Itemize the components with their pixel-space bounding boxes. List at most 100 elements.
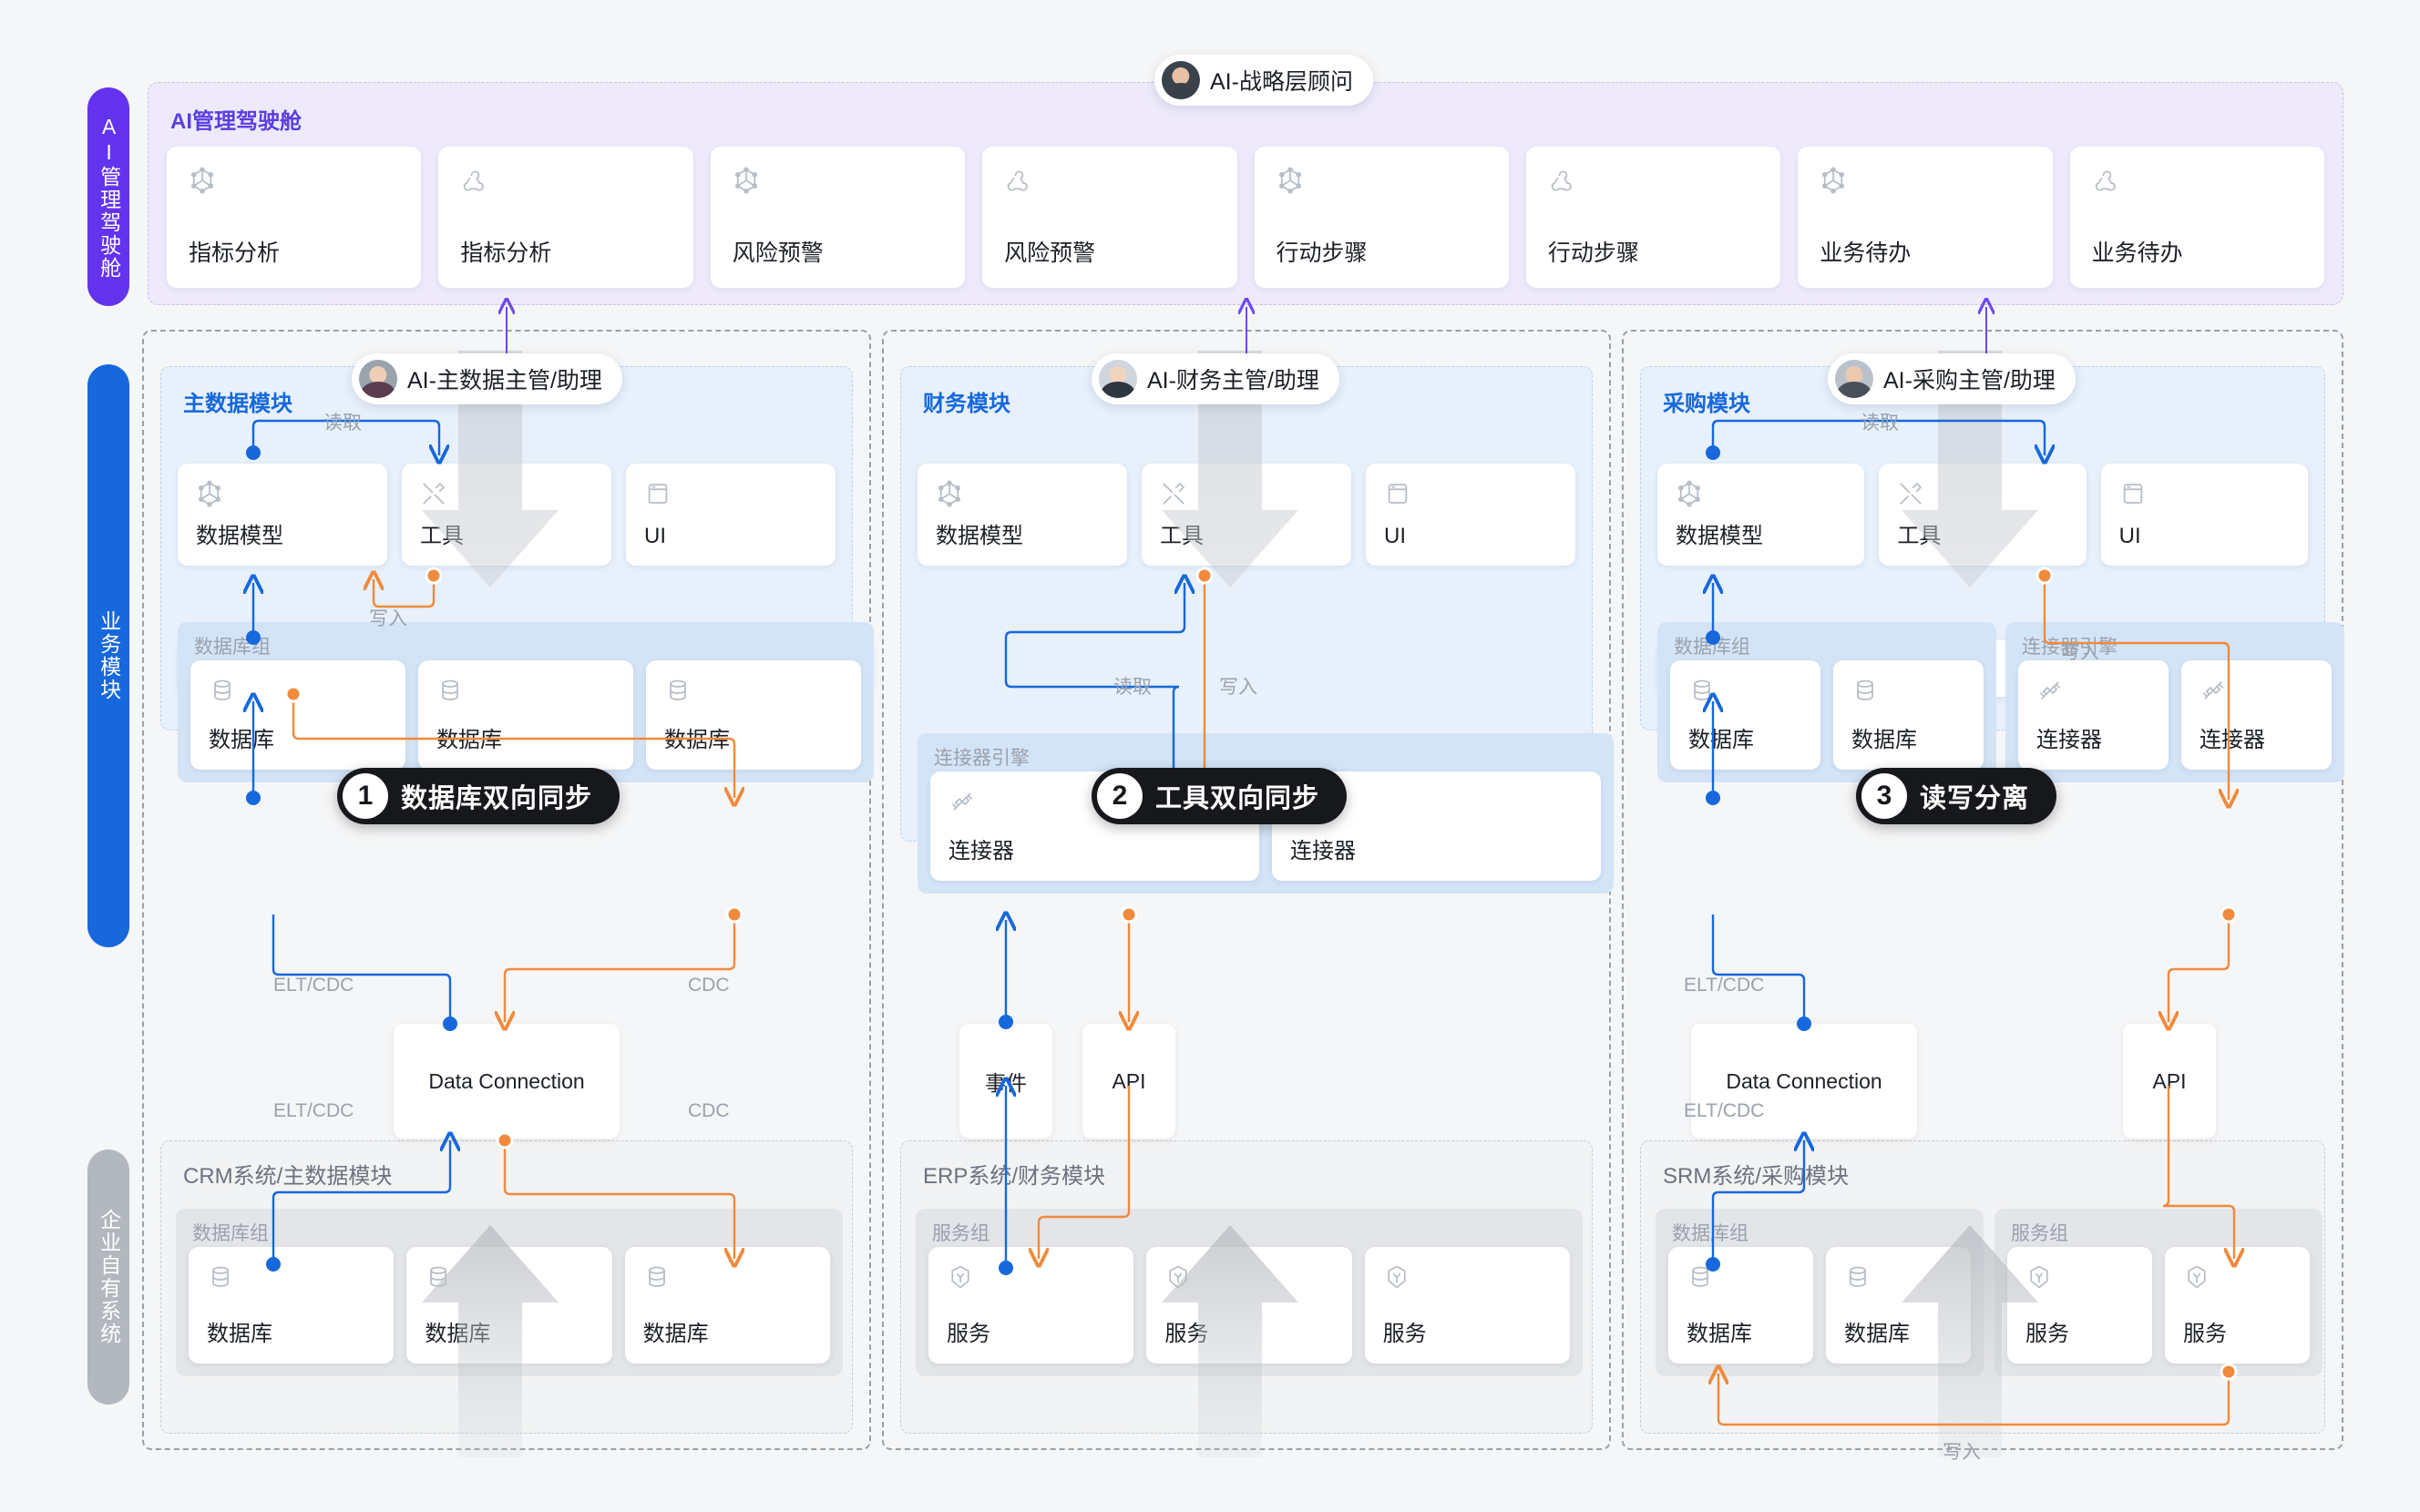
chip-label: AI-战略层顾问	[1210, 69, 1353, 95]
webhook-icon	[2095, 170, 2116, 191]
female-finance-avatar	[1099, 360, 1137, 398]
cube-network-icon	[1278, 167, 1301, 194]
group-card-数据库[interactable]: 数据库	[1833, 660, 1984, 770]
database-icon	[1850, 1266, 1866, 1287]
legacy-system-panel-3: SRM系统/采购模块数据库组数据库数据库服务组服务服务	[1640, 1140, 2325, 1434]
chip-采购模块[interactable]: AI-采购主管/助理	[1828, 353, 2076, 404]
card-label: 连接器	[949, 839, 1014, 863]
legacy-card-数据库[interactable]: 数据库	[1668, 1247, 1813, 1364]
card-label: UI	[1384, 524, 1406, 548]
cube-network-icon	[190, 167, 213, 194]
legacy-card-数据库[interactable]: 数据库	[624, 1247, 830, 1364]
tools-icon	[1163, 483, 1184, 505]
module-card-工具[interactable]: 工具	[1142, 464, 1351, 566]
module-card-工具[interactable]: 工具	[402, 464, 611, 566]
group-card-连接器[interactable]: 连接器	[2181, 660, 2332, 770]
dashboard-card-行动步骤[interactable]: 行动步骤	[1525, 147, 1781, 288]
business-column-1: 主数据模块数据模型工具UI数据模型执行引擎数据库组数据库数据库数据库CRM系统/…	[142, 330, 874, 1450]
rail-label: AI管理驾驶舱	[97, 114, 121, 280]
cube-network-icon	[1677, 480, 1700, 507]
dashboard-card-风险预警[interactable]: 风险预警	[982, 147, 1237, 288]
tools-icon	[423, 483, 445, 505]
group-title: 数据库组	[194, 637, 271, 658]
cube-network-icon	[1822, 167, 1845, 194]
edge-label-write-c1: 写入	[369, 608, 407, 629]
service-icon	[2188, 1265, 2206, 1289]
group-card-数据库[interactable]: 数据库	[1670, 660, 1820, 770]
group-card-数据库[interactable]: 数据库	[190, 660, 405, 770]
chip-strategy-advisor[interactable]: AI-战略层顾问	[1154, 55, 1373, 106]
service-icon	[1388, 1265, 1406, 1289]
card-label: 服务	[1382, 1322, 1427, 1346]
mid-box-API[interactable]: API	[1082, 1024, 1175, 1139]
legacy-group-服务组: 服务组服务服务服务	[916, 1209, 1583, 1376]
badge-read-write-split: 3 读写分离	[1856, 768, 2057, 824]
dashboard-card-label: 风险预警	[1004, 240, 1096, 266]
legacy-system-panel-1: CRM系统/主数据模块数据库组数据库数据库数据库	[160, 1140, 853, 1434]
legacy-card-数据库[interactable]: 数据库	[1826, 1247, 1971, 1364]
webhook-icon	[464, 170, 485, 191]
dashboard-card-业务待办[interactable]: 业务待办	[1798, 147, 2053, 288]
card-label: 数据库	[425, 1322, 491, 1346]
edge-label-eltcdc-c3-bottom: ELT/CDC	[1684, 1100, 1765, 1121]
rail-label: 业务模块	[97, 610, 121, 701]
cube-network-icon	[734, 167, 757, 194]
service-icon	[1169, 1265, 1187, 1289]
mid-box-API[interactable]: API	[2123, 1024, 2216, 1139]
group-card-数据库[interactable]: 数据库	[646, 660, 861, 770]
legacy-card-服务[interactable]: 服务	[1364, 1247, 1570, 1364]
group-card-数据库[interactable]: 数据库	[418, 660, 633, 770]
legacy-card-服务[interactable]: 服务	[2007, 1247, 2152, 1364]
dashboard-card-指标分析[interactable]: 指标分析	[167, 147, 422, 288]
group-title: 服务组	[2011, 1223, 2068, 1244]
legacy-card-服务[interactable]: 服务	[2165, 1247, 2310, 1364]
mid-box-事件[interactable]: 事件	[959, 1024, 1052, 1139]
card-label: 连接器	[2036, 728, 2102, 752]
cube-network-icon	[938, 480, 960, 507]
badge-db-bidirectional-sync: 1 数据库双向同步	[337, 768, 620, 824]
dashboard-card-行动步骤[interactable]: 行动步骤	[1254, 147, 1509, 288]
chip-主数据模块[interactable]: AI-主数据主管/助理	[352, 353, 622, 404]
group-title: 数据库组	[192, 1223, 269, 1244]
module-card-工具[interactable]: 工具	[1879, 464, 2087, 566]
card-label: 服务	[2025, 1322, 2069, 1346]
module-title: 采购模块	[1663, 392, 1750, 416]
edge-label-cdc-c1-top: CDC	[688, 975, 730, 996]
dashboard-card-label: 风险预警	[732, 240, 824, 266]
legacy-card-服务[interactable]: 服务	[928, 1247, 1134, 1364]
group-title: 数据库组	[1674, 637, 1750, 658]
legacy-card-服务[interactable]: 服务	[1146, 1247, 1352, 1364]
database-icon	[648, 1266, 665, 1287]
group-card-连接器[interactable]: 连接器	[2018, 660, 2169, 770]
mid-box-Data-Connection[interactable]: Data Connection	[394, 1024, 620, 1139]
dashboard-card-指标分析[interactable]: 指标分析	[438, 147, 693, 288]
legacy-card-数据库[interactable]: 数据库	[406, 1247, 612, 1364]
legacy-card-数据库[interactable]: 数据库	[189, 1247, 395, 1364]
module-card-数据模型[interactable]: 数据模型	[918, 464, 1127, 566]
ai-cockpit-panel: AI管理驾驶舱 指标分析指标分析风险预警风险预警行动步骤行动步骤业务待办业务待办	[148, 82, 2343, 305]
mid-box-Data-Connection[interactable]: Data Connection	[1691, 1024, 1917, 1139]
dashboard-card-label: 指标分析	[460, 240, 552, 266]
module-card-数据模型[interactable]: 数据模型	[1657, 464, 1865, 566]
card-label: 数据库	[436, 728, 502, 752]
module-card-UI[interactable]: UI	[2100, 464, 2308, 566]
legacy-title: SRM系统/采购模块	[1663, 1164, 1849, 1189]
module-card-UI[interactable]: UI	[626, 464, 836, 566]
edge-label-read-c3: 读取	[1861, 413, 1899, 434]
module-card-数据模型[interactable]: 数据模型	[178, 464, 387, 566]
dashboard-card-label: 业务待办	[1820, 240, 1912, 266]
chip-label: AI-主数据主管/助理	[407, 368, 602, 393]
webhook-icon	[1007, 170, 1028, 191]
dashboard-card-业务待办[interactable]: 业务待办	[2069, 147, 2324, 288]
card-label: 服务	[1164, 1322, 1209, 1346]
dashboard-card-label: 指标分析	[189, 240, 281, 266]
badge-text: 工具双向同步	[1155, 784, 1320, 813]
chip-财务模块[interactable]: AI-财务主管/助理	[1092, 353, 1339, 404]
male-procurement-avatar	[1835, 360, 1873, 398]
dashboard-card-风险预警[interactable]: 风险预警	[710, 147, 966, 288]
service-icon	[951, 1265, 969, 1289]
card-label: 数据库	[1687, 1322, 1752, 1346]
module-card-UI[interactable]: UI	[1366, 464, 1575, 566]
